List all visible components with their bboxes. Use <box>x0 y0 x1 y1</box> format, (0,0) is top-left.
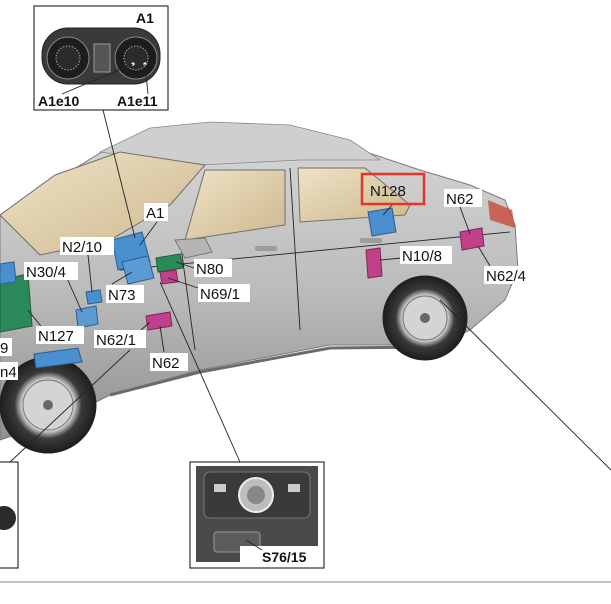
module-n62-4 <box>460 228 484 250</box>
module-n69-1 <box>160 270 178 284</box>
label-a1: A1 <box>146 205 164 222</box>
label-n127: N127 <box>38 328 74 345</box>
instrument-cluster-inset: A1 A1e10 A1e11 <box>34 6 168 110</box>
module-left-blue <box>0 262 16 284</box>
light-switch-inset: S76/15 <box>190 462 324 568</box>
label-n62-4: N62/4 <box>486 268 526 285</box>
label-n73: N73 <box>108 287 136 304</box>
label-n2-10: N2/10 <box>62 239 102 256</box>
label-partial-n4: n4 <box>0 364 17 381</box>
label-partial-9: 9 <box>0 340 8 357</box>
label-n69-1: N69/1 <box>200 286 240 303</box>
switch-inset-label: S76/15 <box>262 549 307 565</box>
rear-door-handle <box>360 238 382 243</box>
label-n30-4: N30/4 <box>26 264 66 281</box>
module-n10-8 <box>366 248 382 278</box>
label-n62-top: N62 <box>446 191 474 208</box>
label-n10-8: N10/8 <box>402 248 442 265</box>
module-n30-4 <box>76 306 98 328</box>
module-n2-10 <box>86 290 102 304</box>
label-n62-bottom: N62 <box>152 355 180 372</box>
left-partial-inset <box>0 462 18 568</box>
cluster-left-label: A1e10 <box>38 93 79 109</box>
module-n128 <box>368 208 396 236</box>
car-illustration <box>0 122 518 453</box>
label-n128: N128 <box>370 183 406 200</box>
label-n80: N80 <box>196 261 224 278</box>
label-n62-1: N62/1 <box>96 332 136 349</box>
cluster-inset-title: A1 <box>136 10 154 26</box>
front-door-handle <box>255 246 277 251</box>
cluster-right-label: A1e11 <box>117 93 158 109</box>
